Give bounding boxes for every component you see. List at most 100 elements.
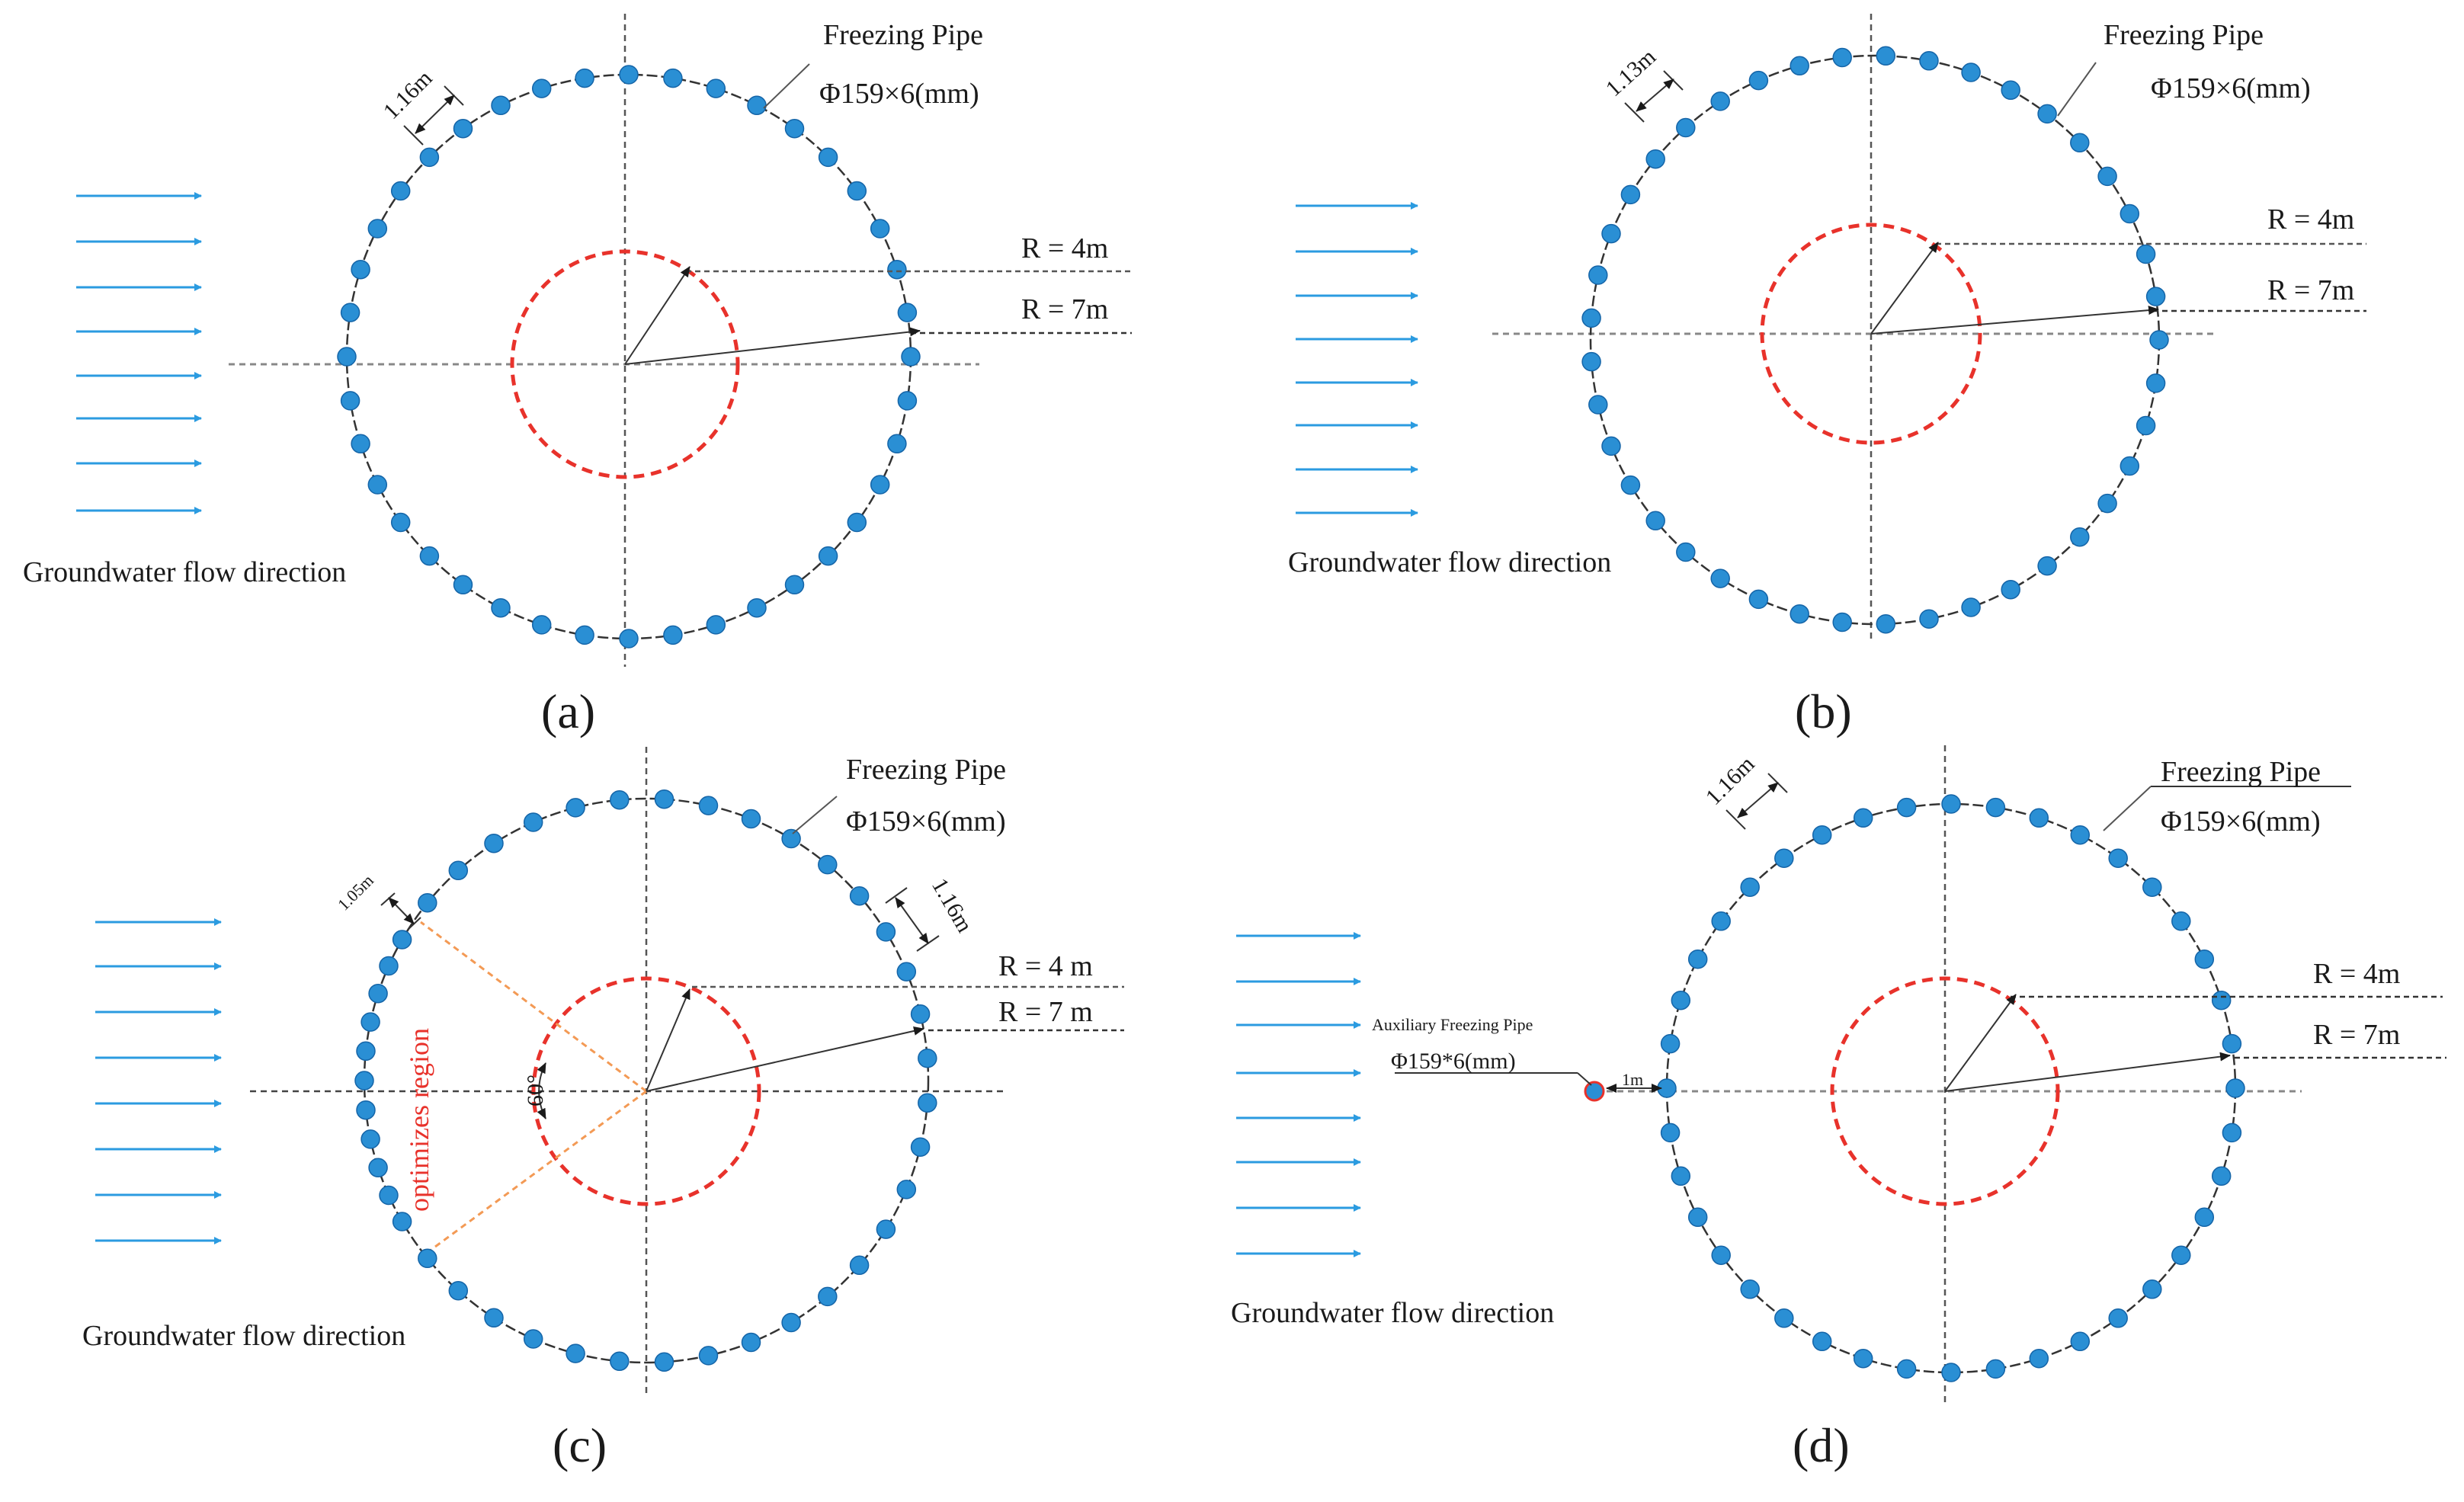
freezing-pipe — [849, 886, 870, 906]
freezing-pipe — [1774, 848, 1794, 868]
freezing-pipe — [1588, 395, 1608, 415]
freezing-pipe — [2097, 493, 2117, 514]
freezing-pipe — [1581, 351, 1601, 372]
panel-c-flow-arrows — [95, 918, 222, 1244]
pipe-size-label: Φ159×6(mm) — [846, 805, 1006, 837]
freezing-pipe — [818, 546, 838, 566]
freezing-pipe — [1832, 612, 1852, 633]
freezing-pipe — [2145, 373, 2166, 393]
r-outer-label: R = 7 m — [998, 996, 1093, 1028]
freezing-pipe — [2142, 1279, 2162, 1299]
panel-label-c: (c) — [553, 1418, 607, 1472]
r-outer-label: R = 7m — [1021, 293, 1108, 325]
freezing-pipe — [698, 1346, 719, 1366]
flow-direction-label: Groundwater flow direction — [82, 1320, 405, 1352]
frozen-zone-circle — [531, 976, 761, 1206]
aux-leader-line — [1577, 1072, 1592, 1086]
freezing-pipe — [870, 475, 890, 495]
freezing-pipe — [1710, 568, 1730, 588]
freezing-pipe — [741, 809, 761, 829]
freezing-pipe — [1671, 990, 1691, 1010]
freezing-pipe — [654, 789, 674, 809]
spacing-label: 1.13m — [1601, 44, 1661, 101]
freezing-pipe — [1687, 1207, 1708, 1228]
freezing-pipe — [781, 828, 801, 849]
spacing-annotation-right: 1.16m — [885, 874, 977, 952]
freezing-pipe — [419, 546, 440, 566]
freezing-pipe — [818, 147, 838, 168]
aux-gap-annotation: 1m — [1606, 1070, 1662, 1093]
freezing-pipe — [2029, 1348, 2049, 1369]
freezing-pipe — [896, 962, 917, 982]
freezing-pipe — [918, 1048, 937, 1068]
panel-label-a: (a) — [541, 684, 595, 738]
freezing-pipe — [1853, 1348, 1873, 1369]
freezing-pipe — [2194, 949, 2215, 969]
freezing-pipe — [2108, 1308, 2128, 1328]
freezing-pipe — [1748, 589, 1769, 610]
freezing-pipe — [379, 956, 399, 976]
freezing-pipe — [910, 1004, 931, 1024]
freezing-pipe — [747, 597, 767, 618]
freezing-pipe — [818, 1286, 838, 1307]
freezing-pipe — [379, 1185, 399, 1206]
freezing-pipe — [1620, 184, 1641, 205]
freezing-pipe — [2211, 1166, 2232, 1187]
freezing-pipe — [491, 95, 511, 116]
freezing-pipe — [910, 1137, 931, 1157]
freezing-pipe — [2001, 80, 2020, 101]
freezing-pipe — [784, 118, 805, 139]
freezing-pipe — [531, 78, 552, 98]
freezing-pipe — [340, 391, 360, 411]
aux-size-label: Φ159*6(mm) — [1391, 1049, 1516, 1074]
freezing-pipe — [870, 219, 890, 239]
freezing-pipe — [491, 597, 511, 618]
panel-d: 1m Auxiliary Freezing Pipe Φ159*6(mm) Fr… — [1231, 745, 2446, 1472]
pipe-size-label: Φ159×6(mm) — [2161, 805, 2321, 837]
pipe-leader-line — [792, 796, 838, 834]
freezing-pipe — [1671, 1166, 1691, 1187]
freezing-pipe — [1790, 56, 1809, 76]
freezing-pipe — [818, 854, 838, 875]
spacing-label: 1.16m — [1701, 751, 1760, 810]
optimized-region-lines — [420, 921, 647, 1259]
pipe-size-label: Φ159×6(mm) — [819, 78, 979, 110]
freezing-pipe — [1985, 797, 2006, 818]
freezing-pipe — [1790, 604, 1809, 624]
freezing-pipe — [2070, 825, 2091, 845]
panel-a-flow-arrows — [76, 192, 202, 514]
panel-a-pipes — [337, 65, 921, 649]
freezing-pipe — [351, 259, 370, 280]
freezing-pipe — [918, 1093, 937, 1113]
freezing-pipe — [1876, 613, 1896, 634]
freezing-pipe — [1645, 511, 1665, 531]
angle-annotation: 60° — [523, 1062, 548, 1119]
freezing-pipe — [566, 1343, 585, 1363]
panel-c: 60° optimizes region Freezing Pipe Φ159×… — [82, 747, 1124, 1472]
r-inner-label: R = 4m — [1021, 232, 1108, 264]
freezing-pipe — [1711, 911, 1731, 931]
freezing-pipe — [2222, 1033, 2242, 1054]
freezing-pipe — [1896, 797, 1917, 818]
freezing-pipe — [2037, 104, 2057, 124]
freezing-pipe — [1774, 1308, 1794, 1328]
freezing-pipe — [368, 1158, 388, 1178]
pipe-label: Freezing Pipe — [846, 754, 1006, 786]
freezing-pipe — [1876, 46, 1896, 66]
freezing-pipe — [1740, 1279, 1760, 1299]
freezing-pipe — [2120, 203, 2140, 224]
freezing-pipe — [523, 812, 543, 832]
spacing-annotation: 1.16m — [1701, 751, 1788, 830]
freezing-pipe — [1748, 70, 1769, 91]
freezing-pipe — [566, 798, 585, 818]
freezing-pipe — [2136, 244, 2156, 264]
panel-d-flow-arrows — [1236, 932, 1361, 1257]
spacing-annotation-left: 1.05m — [334, 871, 421, 930]
freezing-pipe — [360, 1129, 380, 1149]
freezing-pipe — [1588, 265, 1608, 285]
freezing-pipe — [1896, 1359, 1917, 1379]
flow-direction-label: Groundwater flow direction — [1288, 546, 1611, 578]
freezing-pipe — [706, 615, 726, 635]
freezing-pipe — [392, 1212, 412, 1231]
r-outer-label: R = 7m — [2267, 274, 2354, 306]
